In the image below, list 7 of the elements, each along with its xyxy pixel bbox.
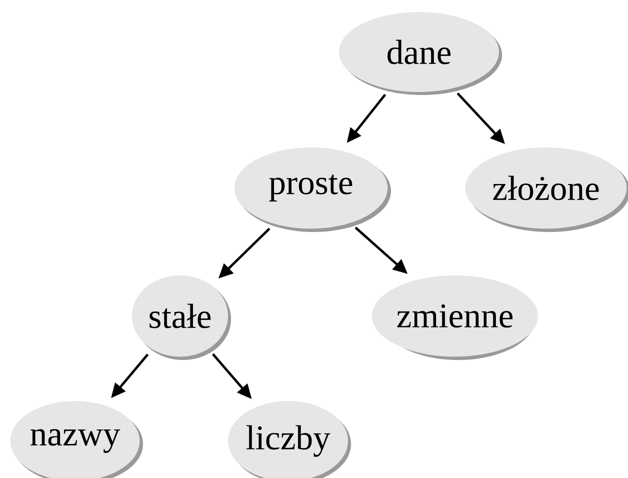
ellipse-node: nazwy bbox=[10, 401, 143, 478]
ellipse-node: dane bbox=[339, 12, 502, 95]
ellipse-node: liczby bbox=[228, 401, 351, 478]
ellipse-node: proste bbox=[234, 147, 391, 232]
ellipse-node: stałe bbox=[132, 275, 231, 360]
ellipse-node: zmienne bbox=[372, 275, 538, 360]
ellipse-node: złożone bbox=[465, 147, 628, 232]
